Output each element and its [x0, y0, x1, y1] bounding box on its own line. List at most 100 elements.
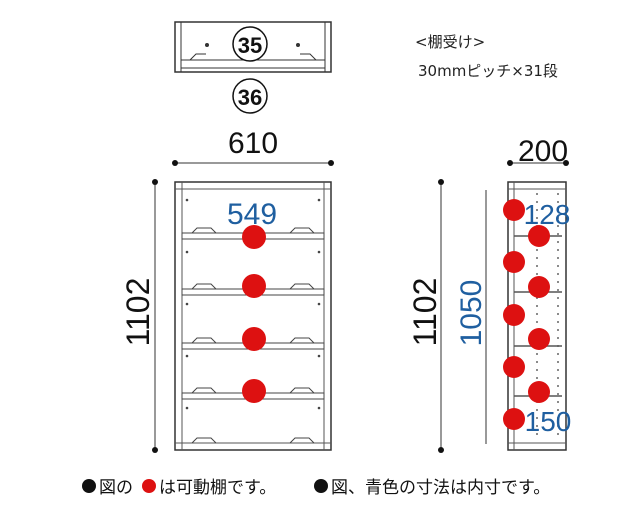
support-hole	[557, 337, 559, 339]
support-hole	[557, 233, 559, 235]
support-hole	[557, 249, 559, 251]
movable-shelf-marker	[242, 327, 266, 351]
support-hole	[185, 250, 189, 254]
support-hole	[557, 265, 559, 267]
detail-badge-lower	[232, 78, 268, 114]
detail-hole	[296, 43, 300, 47]
support-hole	[557, 281, 559, 283]
shelf-bracket-icon	[191, 227, 217, 234]
side-top-gap: 128	[524, 199, 571, 230]
support-hole	[536, 217, 538, 219]
support-hole	[317, 406, 321, 410]
movable-shelf-marker	[242, 379, 266, 403]
support-hole	[536, 313, 538, 315]
side-outer-height: 1102	[407, 278, 443, 347]
detail-lower-number: 36	[238, 85, 262, 110]
support-hole	[557, 209, 559, 211]
support-hole	[557, 297, 559, 299]
support-note-title: <棚受け>	[415, 33, 485, 51]
movable-shelf-marker	[242, 274, 266, 298]
support-hole	[536, 433, 538, 435]
support-hole	[557, 401, 559, 403]
support-hole	[536, 305, 538, 307]
support-hole	[536, 193, 538, 195]
legend-left-suffix: は可動棚です。	[159, 478, 276, 498]
dim-end-dot	[438, 447, 444, 453]
dim-end-dot	[507, 160, 513, 166]
support-hole	[536, 377, 538, 379]
detail-badge-upper	[232, 26, 268, 62]
support-hole	[536, 369, 538, 371]
support-hole	[536, 361, 538, 363]
support-hole	[536, 321, 538, 323]
support-hole	[317, 198, 321, 202]
support-hole	[557, 425, 559, 427]
support-hole	[557, 305, 559, 307]
support-hole	[557, 193, 559, 195]
movable-shelf-marker	[242, 225, 266, 249]
support-hole	[536, 257, 538, 259]
support-hole	[557, 353, 559, 355]
dim-end-dot	[438, 179, 444, 185]
detail-bracket-left	[189, 53, 206, 61]
movable-shelf-marker	[503, 251, 525, 273]
legend-black-dot	[314, 479, 328, 493]
shelf-bracket-icon	[191, 283, 217, 290]
shelf-bracket-icon	[191, 437, 217, 444]
legend: 図の は可動棚です。 図、青色の寸法は内寸です。	[82, 478, 550, 498]
side-movable-markers	[503, 199, 550, 430]
support-hole	[557, 433, 559, 435]
shelf-bracket-icon	[289, 283, 315, 290]
support-hole	[557, 417, 559, 419]
shelf-bracket-icon	[289, 387, 315, 394]
support-hole	[185, 406, 189, 410]
support-hole	[185, 302, 189, 306]
support-hole	[557, 377, 559, 379]
shelf-bracket-icon	[289, 437, 315, 444]
support-hole	[557, 289, 559, 291]
front-outer-height: 1102	[120, 278, 156, 347]
detail-bracket-right	[300, 53, 317, 61]
support-hole	[317, 250, 321, 254]
support-hole	[557, 273, 559, 275]
movable-shelf-marker	[503, 356, 525, 378]
detail-hole	[205, 43, 209, 47]
movable-shelf-marker	[503, 304, 525, 326]
legend-black-dot	[82, 479, 96, 493]
support-hole	[536, 353, 538, 355]
side-inner-height: 1050	[455, 280, 488, 347]
legend-red-dot	[142, 479, 156, 493]
movable-shelf-marker	[528, 225, 550, 247]
front-outer-width: 610	[228, 127, 278, 160]
support-hole	[557, 361, 559, 363]
front-movable-markers	[242, 225, 266, 403]
support-hole	[536, 417, 538, 419]
support-hole	[536, 409, 538, 411]
shelf-bracket-icon	[289, 227, 315, 234]
dim-end-dot	[152, 447, 158, 453]
movable-shelf-marker	[503, 408, 525, 430]
support-hole	[536, 425, 538, 427]
support-hole	[317, 354, 321, 358]
shelf-bracket-icon	[191, 387, 217, 394]
support-hole	[536, 265, 538, 267]
support-hole	[536, 201, 538, 203]
support-hole	[557, 329, 559, 331]
dim-end-dot	[172, 160, 178, 166]
dim-end-dot	[328, 160, 334, 166]
shelf-bracket-icon	[289, 337, 315, 344]
support-hole	[536, 209, 538, 211]
support-hole	[557, 321, 559, 323]
support-hole	[557, 201, 559, 203]
support-hole	[557, 257, 559, 259]
support-hole	[557, 393, 559, 395]
side-bottom-gap: 150	[525, 406, 572, 437]
support-hole	[185, 198, 189, 202]
support-hole	[185, 354, 189, 358]
support-note-pitch: 30mmピッチ×31段	[418, 62, 558, 80]
support-hole	[557, 241, 559, 243]
dim-end-dot	[152, 179, 158, 185]
support-hole	[557, 369, 559, 371]
support-hole	[536, 273, 538, 275]
